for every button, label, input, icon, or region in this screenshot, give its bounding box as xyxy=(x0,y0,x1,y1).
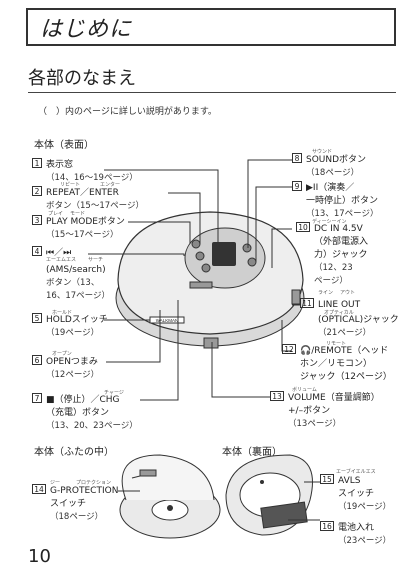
section-divider xyxy=(28,92,396,93)
front-device-drawing: WALKMAN xyxy=(115,211,305,349)
item-9-play-pause-button: 9▶II（演奏／ 一時停止）ボタン （13、17ページ） xyxy=(292,181,378,221)
inside-device-drawing xyxy=(119,454,221,539)
subheading-front: 本体（表面） xyxy=(34,140,94,151)
item-12-headphone-remote-jack: 12🎧/REMOTE（ヘッド ホン／リモコン） ジャック（12ページ） xyxy=(282,344,392,384)
reference-note: （ ）内のページに詳しい説明があります。 xyxy=(38,107,217,117)
page-number: 10 xyxy=(28,546,51,567)
brand-logo: WALKMAN xyxy=(156,318,179,323)
item-7-stop-chg-button: 7■（停止）／CHG （充電）ボタン （13、20、23ページ） xyxy=(32,393,138,433)
subheading-inside: 本体（ふたの中） xyxy=(34,447,114,458)
subheading-back: 本体（裏面） xyxy=(222,447,282,458)
section-title: 各部のなまえ xyxy=(28,68,136,89)
page-heading: はじめに xyxy=(40,17,133,42)
header-frame xyxy=(26,8,396,46)
item-4-ams-search-button: 4⏮／⏭ (AMS/search) ボタン（13、 16、17ページ） xyxy=(32,246,110,303)
back-device-drawing xyxy=(225,454,320,536)
